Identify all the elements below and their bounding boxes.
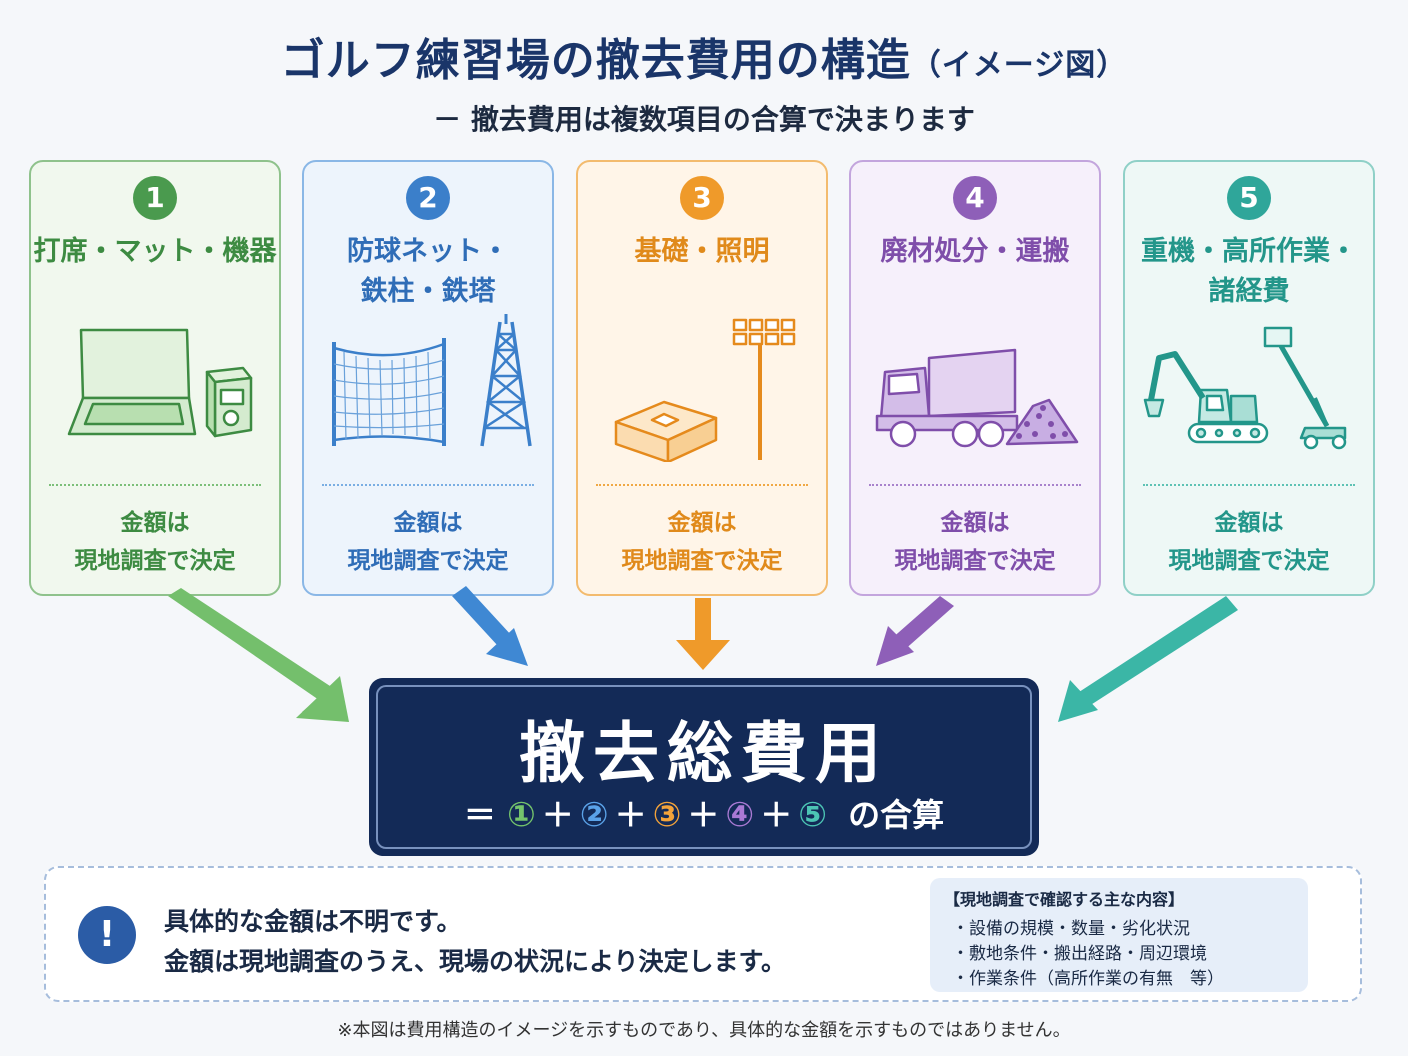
title-note: （イメージ図） — [910, 48, 1128, 83]
plus-sign: ＋ — [760, 796, 793, 834]
amount-line2: 現地調査で決定 — [74, 548, 236, 574]
arrow-2 — [452, 586, 528, 666]
card-number-badge: 5 — [1227, 176, 1271, 220]
card-number-badge: 4 — [953, 176, 997, 220]
card-number-badge: 3 — [680, 176, 724, 220]
term-4: ④ — [725, 795, 755, 835]
amount-line1: 金額は — [393, 510, 463, 536]
term-5: ⑤ — [798, 795, 828, 835]
card-category-line1: 防球ネット・ — [347, 236, 509, 267]
cost-card-2: 2 防球ネット・ 鉄柱・鉄塔 金額は 現地調査で決定 — [302, 160, 554, 596]
total-cost-frame — [376, 685, 1032, 849]
amount-line1: 金額は — [940, 510, 1010, 536]
amount-line2: 現地調査で決定 — [621, 548, 783, 574]
amount-line1: 金額は — [667, 510, 737, 536]
card-amount-text: 金額は 現地調査で決定 — [578, 504, 826, 580]
amount-line1: 金額は — [120, 510, 190, 536]
arrow-5 — [1058, 596, 1238, 722]
survey-item: ・敷地条件・搬出経路・周辺環境 — [952, 944, 1207, 964]
card-category: 基礎・照明 — [578, 232, 826, 272]
cost-card-4: 4 廃材処分・運搬 金額は 現地調査で決定 — [849, 160, 1101, 596]
net-and-steel-tower-icon — [332, 314, 532, 447]
term-2: ② — [579, 795, 609, 835]
cost-card-3: 3 基礎・照明 金額は 現地調査で決定 — [576, 160, 828, 596]
title-main: ゴルフ練習場の撤去費用の構造 — [280, 35, 911, 86]
page-subtitle: － 撤去費用は複数項目の合算で決まります — [433, 103, 975, 136]
card-category-line2: 諸経費 — [1208, 276, 1290, 307]
card-amount-text: 金額は 現地調査で決定 — [304, 504, 552, 580]
card-amount-text: 金額は 現地調査で決定 — [31, 504, 279, 580]
foundation-and-light-pole-icon — [614, 318, 796, 462]
cost-card-1: 1 打席・マット・機器 金額は 現地調査で決定 — [29, 160, 281, 596]
term-3: ③ — [652, 795, 682, 835]
card-amount-text: 金額は 現地調査で決定 — [851, 504, 1099, 580]
total-cost-formula: ＝ ①＋②＋③＋④＋⑤ の合算 — [369, 790, 1039, 836]
amount-line2: 現地調査で決定 — [1168, 548, 1330, 574]
card-category: 廃材処分・運搬 — [851, 232, 1099, 272]
arrow-3 — [676, 598, 730, 670]
notice-line-2: 金額は現地調査のうえ、現場の状況により決定します。 — [164, 947, 787, 976]
plus-sign: ＋ — [541, 796, 574, 834]
divider — [322, 484, 534, 486]
driving-range-mat-and-ball-dispenser-icon — [67, 328, 253, 438]
amount-line1: 金額は — [1214, 510, 1284, 536]
card-category-line1: 重機・高所作業・ — [1141, 236, 1357, 267]
survey-item: ・作業条件（高所作業の有無 等） — [952, 969, 1224, 989]
divider — [596, 484, 808, 486]
notice-box: ! 具体的な金額は不明です。 金額は現地調査のうえ、現場の状況により決定します。… — [44, 866, 1362, 1002]
divider — [49, 484, 261, 486]
card-category: 防球ネット・ 鉄柱・鉄塔 — [304, 232, 552, 312]
card-number-badge: 2 — [406, 176, 450, 220]
card-category-line2: 鉄柱・鉄塔 — [360, 276, 496, 307]
divider — [869, 484, 1081, 486]
cost-card-5: 5 重機・高所作業・ 諸経費 金額は 現地調査で決定 — [1123, 160, 1375, 596]
total-cost-label: 撤去総費用 — [519, 715, 889, 792]
plus-sign: ＋ — [687, 796, 720, 834]
card-category: 重機・高所作業・ 諸経費 — [1125, 232, 1373, 312]
card-amount-text: 金額は 現地調査で決定 — [1125, 504, 1373, 580]
page-title: ゴルフ練習場の撤去費用の構造（イメージ図） — [0, 24, 1408, 88]
amount-line2: 現地調査で決定 — [894, 548, 1056, 574]
card-category-line1: 基礎・照明 — [634, 236, 770, 267]
arrow-4 — [876, 596, 954, 666]
amount-line2: 現地調査で決定 — [347, 548, 509, 574]
arrow-1 — [168, 588, 349, 722]
notice-line-1: 具体的な金額は不明です。 — [164, 907, 462, 936]
excavator-and-aerial-lift-icon — [1143, 326, 1347, 450]
card-category-line1: 廃材処分・運搬 — [880, 236, 1070, 267]
survey-items-box: 【現地調査で確認する主な内容】 ・設備の規模・数量・劣化状況 ・敷地条件・搬出経… — [930, 878, 1308, 992]
dump-truck-and-debris-icon — [875, 348, 1079, 448]
equals-sign: ＝ — [463, 796, 496, 834]
survey-item: ・設備の規模・数量・劣化状況 — [952, 919, 1190, 939]
total-cost-box: 撤去総費用 ＝ ①＋②＋③＋④＋⑤ の合算 — [369, 678, 1039, 856]
card-number-badge: 1 — [133, 176, 177, 220]
card-category: 打席・マット・機器 — [31, 232, 279, 272]
term-1: ① — [506, 795, 536, 835]
survey-items-title: 【現地調査で確認する主な内容】 — [944, 890, 1185, 909]
card-category-line1: 打席・マット・機器 — [33, 236, 277, 267]
divider — [1143, 484, 1355, 486]
footnote: ※本図は費用構造のイメージを示すものであり、具体的な金額を示すものではありません… — [337, 1020, 1071, 1041]
formula-suffix: の合算 — [848, 796, 945, 834]
exclamation-icon: ! — [78, 906, 136, 964]
plus-sign: ＋ — [614, 796, 647, 834]
